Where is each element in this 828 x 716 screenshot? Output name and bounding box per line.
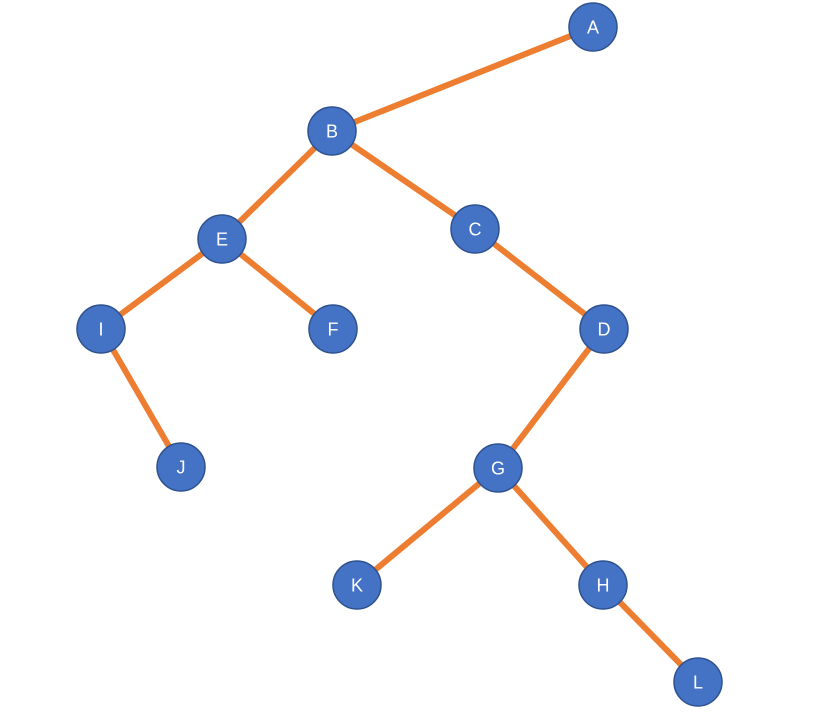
edge-G-K — [354, 465, 501, 588]
node-circle-A — [568, 2, 618, 52]
node-D: D — [579, 304, 629, 354]
node-label-B: B — [326, 121, 338, 141]
edge-B-C — [329, 128, 478, 232]
edge-I-J — [98, 326, 184, 470]
node-circle-I — [76, 304, 126, 354]
node-circle-K — [332, 560, 382, 610]
node-circle-D — [579, 304, 629, 354]
node-circle-B — [307, 106, 357, 156]
node-label-E: E — [216, 229, 228, 249]
node-C: C — [450, 204, 500, 254]
node-F: F — [308, 304, 358, 354]
edge-C-D — [472, 226, 607, 332]
node-I: I — [76, 304, 126, 354]
node-J: J — [156, 442, 206, 492]
edge-D-G — [495, 326, 607, 471]
node-circle-E — [197, 214, 247, 264]
node-circle-J — [156, 442, 206, 492]
edge-E-I — [98, 236, 225, 332]
node-circle-H — [578, 560, 628, 610]
node-A: A — [568, 2, 618, 52]
node-label-C: C — [469, 219, 482, 239]
node-label-D: D — [598, 319, 611, 339]
node-label-A: A — [587, 17, 599, 37]
node-label-K: K — [351, 575, 363, 595]
node-label-H: H — [597, 575, 610, 595]
node-B: B — [307, 106, 357, 156]
node-circle-F — [308, 304, 358, 354]
node-label-J: J — [177, 457, 186, 477]
node-E: E — [197, 214, 247, 264]
node-G: G — [473, 443, 523, 493]
node-K: K — [332, 560, 382, 610]
edge-G-H — [495, 465, 606, 588]
node-label-G: G — [491, 458, 505, 478]
node-L: L — [673, 657, 723, 707]
node-label-L: L — [693, 672, 703, 692]
node-H: H — [578, 560, 628, 610]
node-circle-C — [450, 204, 500, 254]
node-label-F: F — [328, 319, 339, 339]
node-circle-L — [673, 657, 723, 707]
edge-A-B — [329, 24, 596, 134]
edge-B-E — [219, 128, 335, 242]
node-label-I: I — [98, 319, 103, 339]
node-circle-G — [473, 443, 523, 493]
